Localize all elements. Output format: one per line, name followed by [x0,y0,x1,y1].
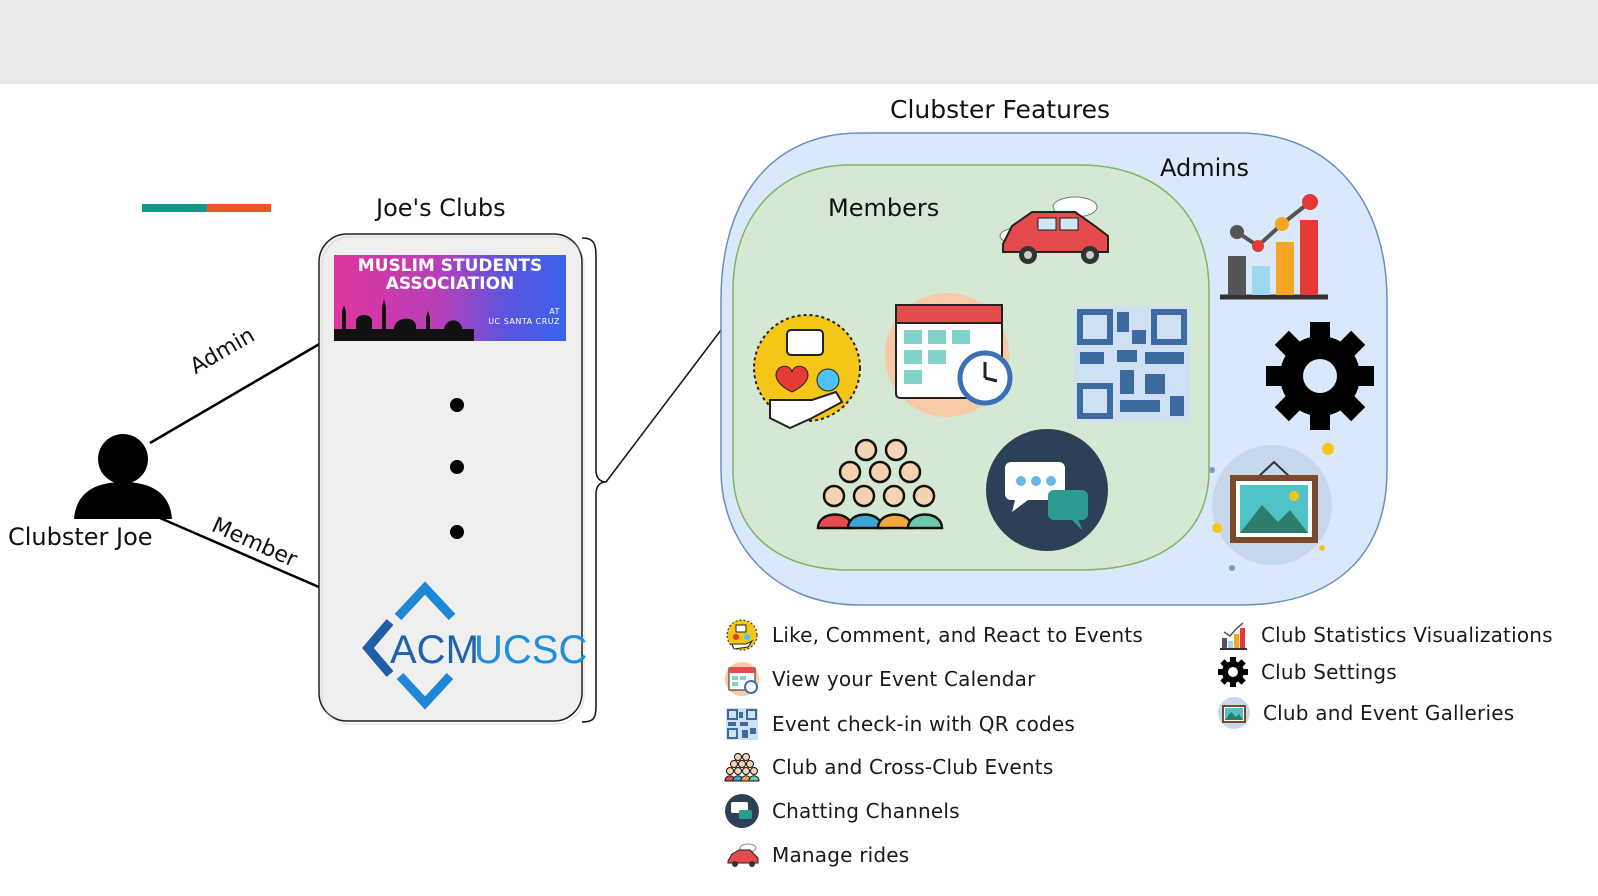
clubs-container [318,233,583,722]
crowd-icon [724,753,760,782]
statistics-chart-icon [1220,194,1328,300]
legend-label: Event check-in with QR codes [772,712,1076,736]
legend-item: Club Statistics Visualizations [1217,617,1553,653]
gear-icon [1218,657,1248,687]
qr-code-icon [1074,306,1190,422]
msa-logo: MUSLIM STUDENTS ASSOCIATION AT UC SANTA … [334,255,566,341]
legend-item: Like, Comment, and React to Events [724,617,1143,653]
legend-item: Event check-in with QR codes [724,706,1075,742]
legend-label: Manage rides [772,843,910,867]
legend-item: Chatting Channels [724,793,960,829]
calendar-icon [885,293,1013,417]
car-icon [999,196,1109,264]
legend-label: Club and Cross-Club Events [772,755,1054,779]
legend-item: Manage rides [724,837,909,873]
msa-sub-line1: AT [549,307,560,316]
user-icon [74,434,172,519]
calendar-icon [725,662,759,696]
statistics-chart-icon [1220,622,1247,650]
reactions-icon [726,619,758,651]
gallery-icon [1209,443,1334,571]
qr-code-icon [726,708,758,740]
acm-text: ACM [390,628,479,672]
legend-label: View your Event Calendar [772,667,1036,691]
header-bar [0,0,1598,84]
gallery-icon [1218,697,1250,729]
legend-label: Club and Event Galleries [1263,701,1515,725]
admins-label: Admins [1160,154,1249,182]
chat-icon [725,794,759,828]
bracket-connector [605,329,722,483]
car-icon [727,843,759,867]
ellipsis-dot [450,460,464,474]
msa-title-line2: ASSOCIATION [385,274,515,294]
ucsc-text: UCSC [474,628,587,672]
legend-item: View your Event Calendar [724,661,1036,697]
acm-ucsc-logo: ACM UCSC [362,581,587,710]
gear-icon [1266,322,1374,430]
mosque-skyline-icon [334,299,474,341]
legend-item: Club and Event Galleries [1217,695,1514,731]
chat-icon [986,429,1108,551]
members-label: Members [828,194,940,222]
ellipsis-dot [450,398,464,412]
accent-bar-teal [142,204,207,212]
msa-sub-line2: UC SANTA CRUZ [488,317,560,326]
legend-label: Club Settings [1261,660,1397,684]
user-label: Clubster Joe [8,523,153,551]
legend-label: Club Statistics Visualizations [1261,623,1553,647]
crowd-icon [816,438,944,530]
features-title: Clubster Features [890,95,1111,124]
admin-arrow [149,337,329,445]
accent-bar-orange [207,204,271,212]
ellipsis-dot [450,525,464,539]
legend-label: Like, Comment, and React to Events [772,623,1143,647]
clubs-title: Joe's Clubs [376,194,506,222]
legend-item: Club and Cross-Club Events [724,749,1053,785]
reactions-icon [753,314,861,430]
legend-label: Chatting Channels [772,799,960,823]
msa-title-line1: MUSLIM STUDENTS [357,256,543,276]
legend-item: Club Settings [1217,654,1397,690]
